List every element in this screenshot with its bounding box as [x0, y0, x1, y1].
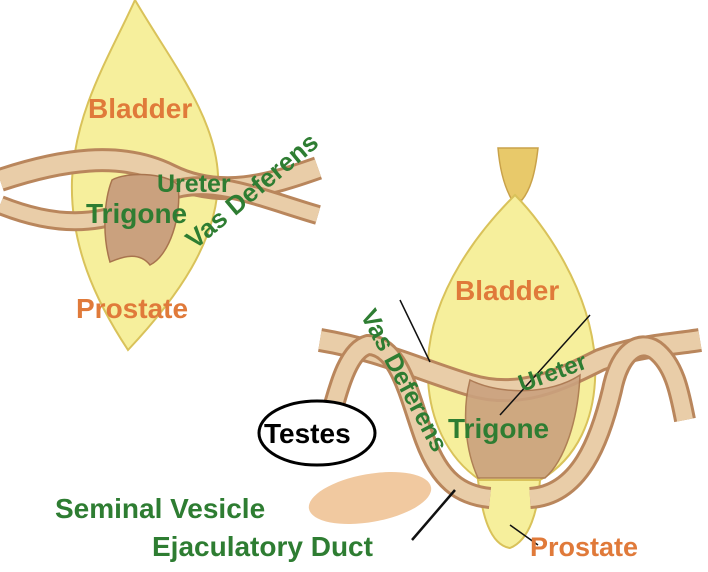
- ejaculatory-duct-label: Ejaculatory Duct: [152, 531, 373, 562]
- left-trigone-label: Trigone: [86, 198, 187, 229]
- seminal-vesicle-label: Seminal Vesicle: [55, 493, 265, 524]
- right-bladder-label: Bladder: [455, 275, 559, 306]
- left-prostate-label: Prostate: [76, 293, 188, 324]
- left-bladder-label: Bladder: [88, 93, 192, 124]
- left-diagram: Bladder Ureter Trigone Vas Deferens Pros…: [0, 0, 324, 350]
- right-trigone-label: Trigone: [448, 413, 549, 444]
- testes-label: Testes: [264, 418, 351, 449]
- left-ureter-label: Ureter: [157, 170, 231, 198]
- right-prostate-label: Prostate: [530, 532, 638, 562]
- right-bladder-neck: [498, 148, 538, 200]
